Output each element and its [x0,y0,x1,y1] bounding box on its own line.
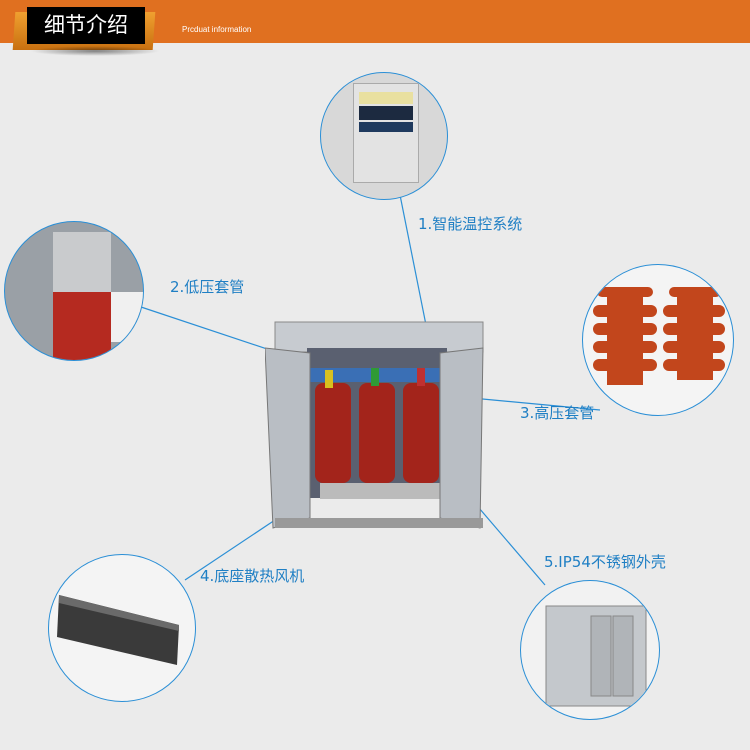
insulator-icon [593,287,725,385]
title-tab-shadow [30,46,160,56]
detail-circle-high-voltage-bushing [582,264,734,416]
label-low-voltage-bushing: 2.低压套管 [170,278,245,296]
detail-circle-temperature-controller [320,72,448,200]
detail-circle-enclosure [520,580,660,720]
transformer-image [265,321,484,529]
terminal-plate-icon [53,232,111,292]
section-title: 细节介绍 [27,7,145,44]
fan-icon [57,595,179,665]
label-temperature-controller: 1.智能温控系统 [418,215,523,233]
label-enclosure: 5.IP54不锈钢外壳 [544,553,666,571]
detail-circle-low-voltage-bushing [4,221,144,361]
enclosure-icon [545,605,647,707]
bushing-bar-icon [53,292,111,360]
detail-circle-cooling-fan [48,554,196,702]
label-cooling-fan: 4.底座散热风机 [200,567,305,585]
label-high-voltage-bushing: 3.高压套管 [520,404,595,422]
controller-icon [353,83,419,183]
section-subtitle: Prcduat information [182,25,252,34]
